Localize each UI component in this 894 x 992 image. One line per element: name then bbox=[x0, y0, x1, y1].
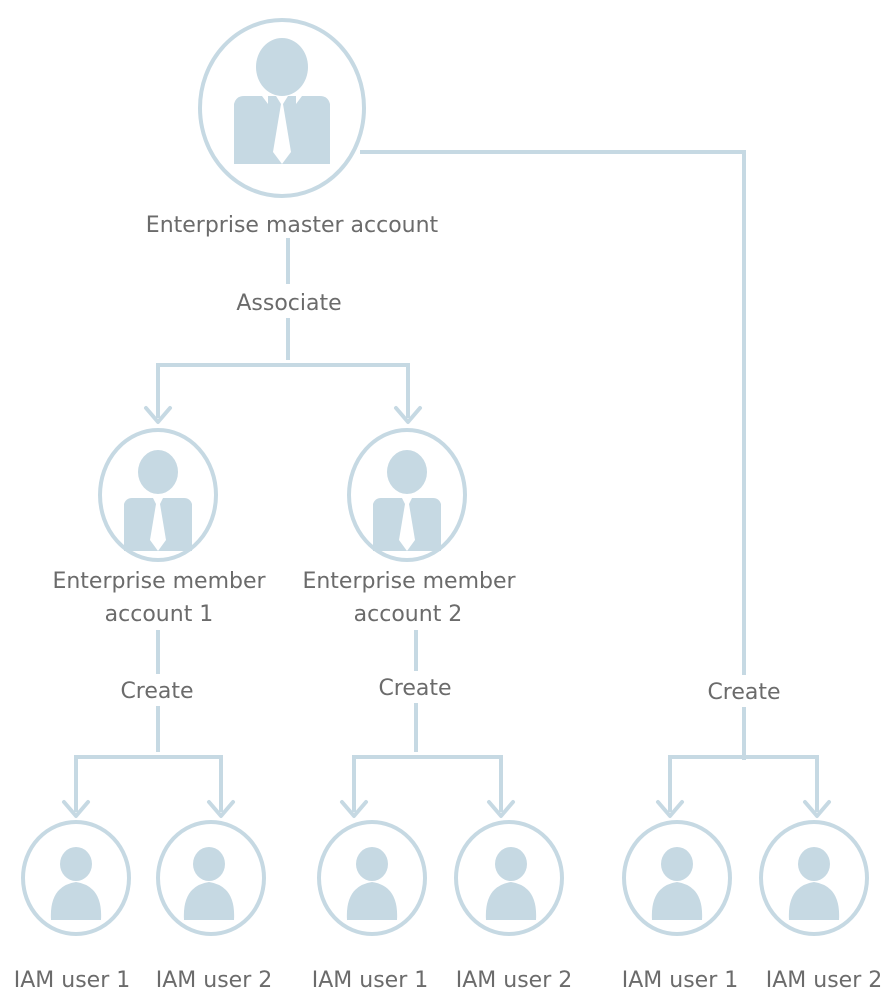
direct-create-label: Create bbox=[707, 680, 780, 705]
arrow-down-icon bbox=[340, 800, 368, 818]
member-account-1-label-line2: account 1 bbox=[105, 602, 214, 627]
iam-users-member-2: IAM user 1 IAM user 2 bbox=[312, 820, 573, 992]
arrow-down-icon bbox=[394, 406, 422, 424]
business-person-icon bbox=[124, 450, 192, 551]
iam-user-label: IAM user 1 bbox=[14, 968, 131, 992]
member-account-1-label-line1: Enterprise member bbox=[52, 569, 266, 594]
iam-user-node bbox=[317, 820, 427, 936]
member-account-2-label-line1: Enterprise member bbox=[302, 569, 516, 594]
iam-user-node bbox=[454, 820, 564, 936]
master-account-label: Enterprise master account bbox=[146, 213, 439, 238]
user-icon bbox=[183, 847, 235, 920]
arrow-down-icon bbox=[656, 800, 684, 818]
arrow-down-icon bbox=[487, 800, 515, 818]
iam-user-node bbox=[622, 820, 732, 936]
user-icon bbox=[485, 847, 537, 920]
member-1-create-label: Create bbox=[120, 679, 193, 704]
user-icon bbox=[651, 847, 703, 920]
member-account-2-node: Enterprise member account 2 bbox=[302, 428, 517, 627]
iam-user-label: IAM user 1 bbox=[622, 968, 739, 992]
iam-user-node bbox=[156, 820, 266, 936]
iam-user-node bbox=[759, 820, 869, 936]
member-2-create-label-bg bbox=[372, 671, 460, 703]
iam-users-member-1: IAM user 1 IAM user 2 bbox=[14, 820, 273, 992]
master-account-node: Enterprise master account bbox=[146, 18, 439, 238]
arrow-down-icon bbox=[803, 800, 831, 818]
connectors bbox=[74, 150, 819, 812]
user-icon bbox=[346, 847, 398, 920]
arrowheads bbox=[62, 406, 831, 818]
business-person-icon bbox=[373, 450, 441, 551]
business-person-icon bbox=[234, 38, 330, 164]
iam-user-label: IAM user 1 bbox=[312, 968, 429, 992]
user-icon bbox=[788, 847, 840, 920]
iam-users-master-direct: IAM user 1 IAM user 2 bbox=[622, 820, 883, 992]
iam-user-label: IAM user 2 bbox=[456, 968, 573, 992]
member-account-1-node: Enterprise member account 1 bbox=[52, 428, 267, 627]
iam-user-label: IAM user 2 bbox=[766, 968, 883, 992]
arrow-down-icon bbox=[207, 800, 235, 818]
connector-master-to-direct-users bbox=[360, 150, 746, 760]
associate-label: Associate bbox=[236, 291, 341, 316]
direct-create-label-bg bbox=[700, 675, 788, 707]
member-account-2-label-line2: account 2 bbox=[354, 602, 463, 627]
associate-label-bg bbox=[232, 284, 346, 318]
member-1-create-label-bg bbox=[114, 674, 202, 706]
iam-user-label: IAM user 2 bbox=[156, 968, 273, 992]
member-2-create-label: Create bbox=[378, 676, 451, 701]
iam-user-node bbox=[21, 820, 131, 936]
arrow-down-icon bbox=[144, 406, 172, 424]
arrow-down-icon bbox=[62, 800, 90, 818]
user-icon bbox=[50, 847, 102, 920]
